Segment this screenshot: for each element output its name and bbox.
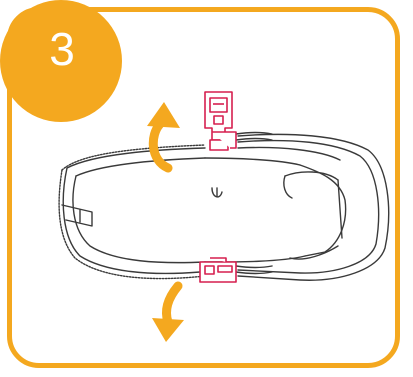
bottom-handle-clip — [200, 258, 236, 282]
top-handle-clip — [205, 92, 236, 150]
curved-arrow-up-icon — [147, 102, 180, 168]
curved-arrow-down-icon — [152, 286, 184, 342]
